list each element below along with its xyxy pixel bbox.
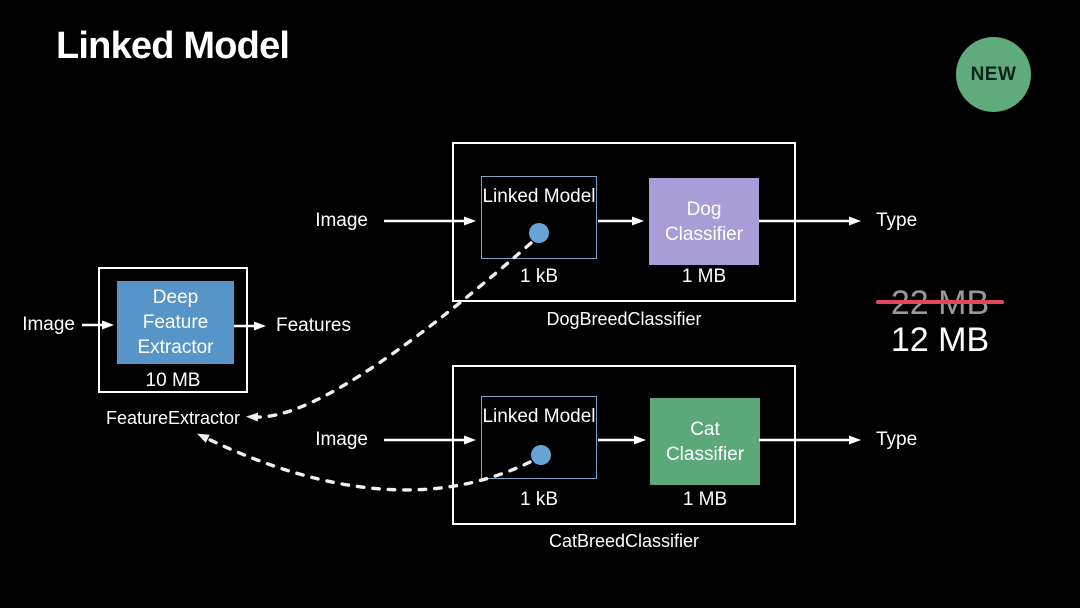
cat-input-label: Image [315, 429, 368, 450]
dog-linked-model-box: Linked Model [481, 176, 597, 259]
feature-extractor-output-label: Features [276, 315, 351, 336]
strikethrough-line [876, 300, 1004, 304]
feature-extractor-input-label: Image [22, 314, 75, 335]
new-total-size-label: 12 MB [890, 321, 990, 359]
dog-linked-model-label: Linked Model [482, 186, 596, 207]
new-badge-icon: NEW [956, 37, 1031, 112]
dog-classifier-size-label: 1 MB [681, 266, 727, 287]
cat-classifier-label: Cat Classifier [665, 418, 745, 465]
dog-classifier-label: Dog Classifier [664, 198, 744, 245]
slide-title: Linked Model [56, 25, 290, 67]
cat-linked-model-box: Linked Model [481, 396, 597, 479]
dog-classifier-box: Dog Classifier [649, 178, 759, 265]
feature-extractor-caption: FeatureExtractor [105, 408, 241, 428]
dog-linked-size-label: 1 kB [519, 266, 559, 287]
new-badge-label: NEW [970, 63, 1017, 85]
cat-breed-classifier-caption: CatBreedClassifier [548, 531, 700, 551]
cat-classifier-box: Cat Classifier [650, 398, 760, 485]
dog-input-label: Image [315, 210, 368, 231]
feature-extractor-size-label: 10 MB [145, 370, 201, 391]
dog-output-label: Type [876, 210, 918, 231]
cat-linked-size-label: 1 kB [519, 489, 559, 510]
dog-breed-classifier-caption: DogBreedClassifier [546, 309, 702, 329]
cat-linked-model-label: Linked Model [482, 406, 596, 427]
deep-feature-extractor-label: Deep Feature Extractor [137, 287, 214, 358]
deep-feature-extractor-box: Deep Feature Extractor [117, 281, 234, 364]
cat-classifier-size-label: 1 MB [682, 489, 728, 510]
cat-output-label: Type [876, 429, 918, 450]
